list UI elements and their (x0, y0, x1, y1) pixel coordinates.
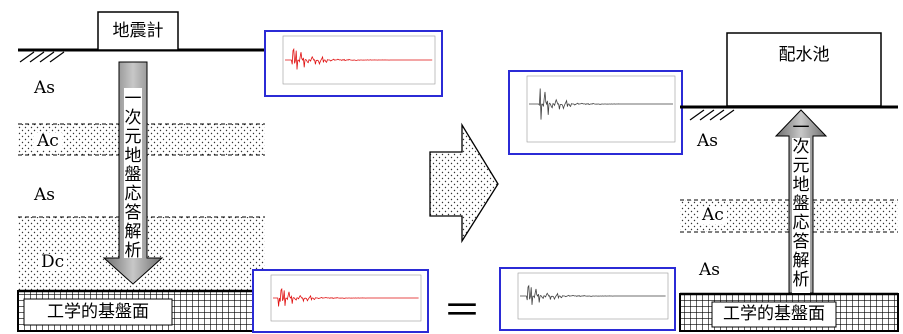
reservoir-label: 配水池 (778, 45, 830, 65)
left-base-label: 工学的基盤面 (47, 302, 149, 322)
right-arrow-char: 析 (792, 270, 810, 290)
waveform-plot-top-right (508, 70, 683, 155)
right-layer-as-1: As (697, 131, 719, 151)
right-arrow-text-bg (792, 138, 810, 293)
equals-sign: ＝ (443, 289, 481, 333)
left-arrow-text-bg (124, 88, 142, 258)
right-base-label-box (711, 301, 837, 328)
left-layer-as-2: As (34, 185, 56, 205)
right-arrow-char: 応 (792, 213, 810, 233)
left-layer-as-1: As (34, 78, 56, 98)
waveform-plot-top-left (264, 30, 443, 97)
right-arrow-char: 盤 (792, 194, 810, 214)
right-arrow-char: 解 (792, 251, 810, 271)
right-layer-as-2: As (699, 260, 721, 280)
left-arrow-vertical-text: 一次元地盤応答解析 (122, 90, 144, 261)
right-ground-hatch (689, 109, 735, 121)
waveform-plot-bottom-left (252, 269, 429, 333)
waveform-plot-bottom-right (499, 267, 676, 331)
transfer-arrow (429, 122, 499, 244)
right-arrow-char: 次 (792, 137, 810, 157)
left-arrow-char: 地 (124, 146, 142, 166)
left-arrow-char: 盤 (124, 165, 142, 185)
left-arrow-char: 答 (124, 203, 142, 223)
right-soil-profile (679, 32, 899, 332)
left-arrow-char: 元 (124, 127, 142, 147)
reservoir-box (726, 32, 882, 107)
left-layer-dc: Dc (38, 254, 68, 271)
right-arrow-vertical-text: 一次元地盤応答解析 (790, 119, 812, 290)
right-arrow-char: 答 (792, 232, 810, 252)
right-arrow-char: 地 (792, 175, 810, 195)
left-arrow-char: 応 (124, 184, 142, 204)
seismometer-box (97, 11, 179, 51)
seismometer-label: 地震計 (112, 21, 164, 41)
left-arrow-char: 一 (124, 89, 142, 109)
right-layer-ac: Ac (699, 207, 727, 224)
ground-hatch (19, 51, 65, 63)
left-layer-ac: Ac (34, 133, 62, 150)
right-arrow-char: 一 (792, 118, 810, 138)
right-base-label: 工学的基盤面 (723, 304, 825, 324)
left-arrow-char: 次 (124, 108, 142, 128)
right-arrow-char: 元 (792, 156, 810, 176)
left-arrow-char: 析 (124, 241, 142, 261)
left-arrow-char: 解 (124, 222, 142, 242)
base-label-box (23, 298, 173, 326)
